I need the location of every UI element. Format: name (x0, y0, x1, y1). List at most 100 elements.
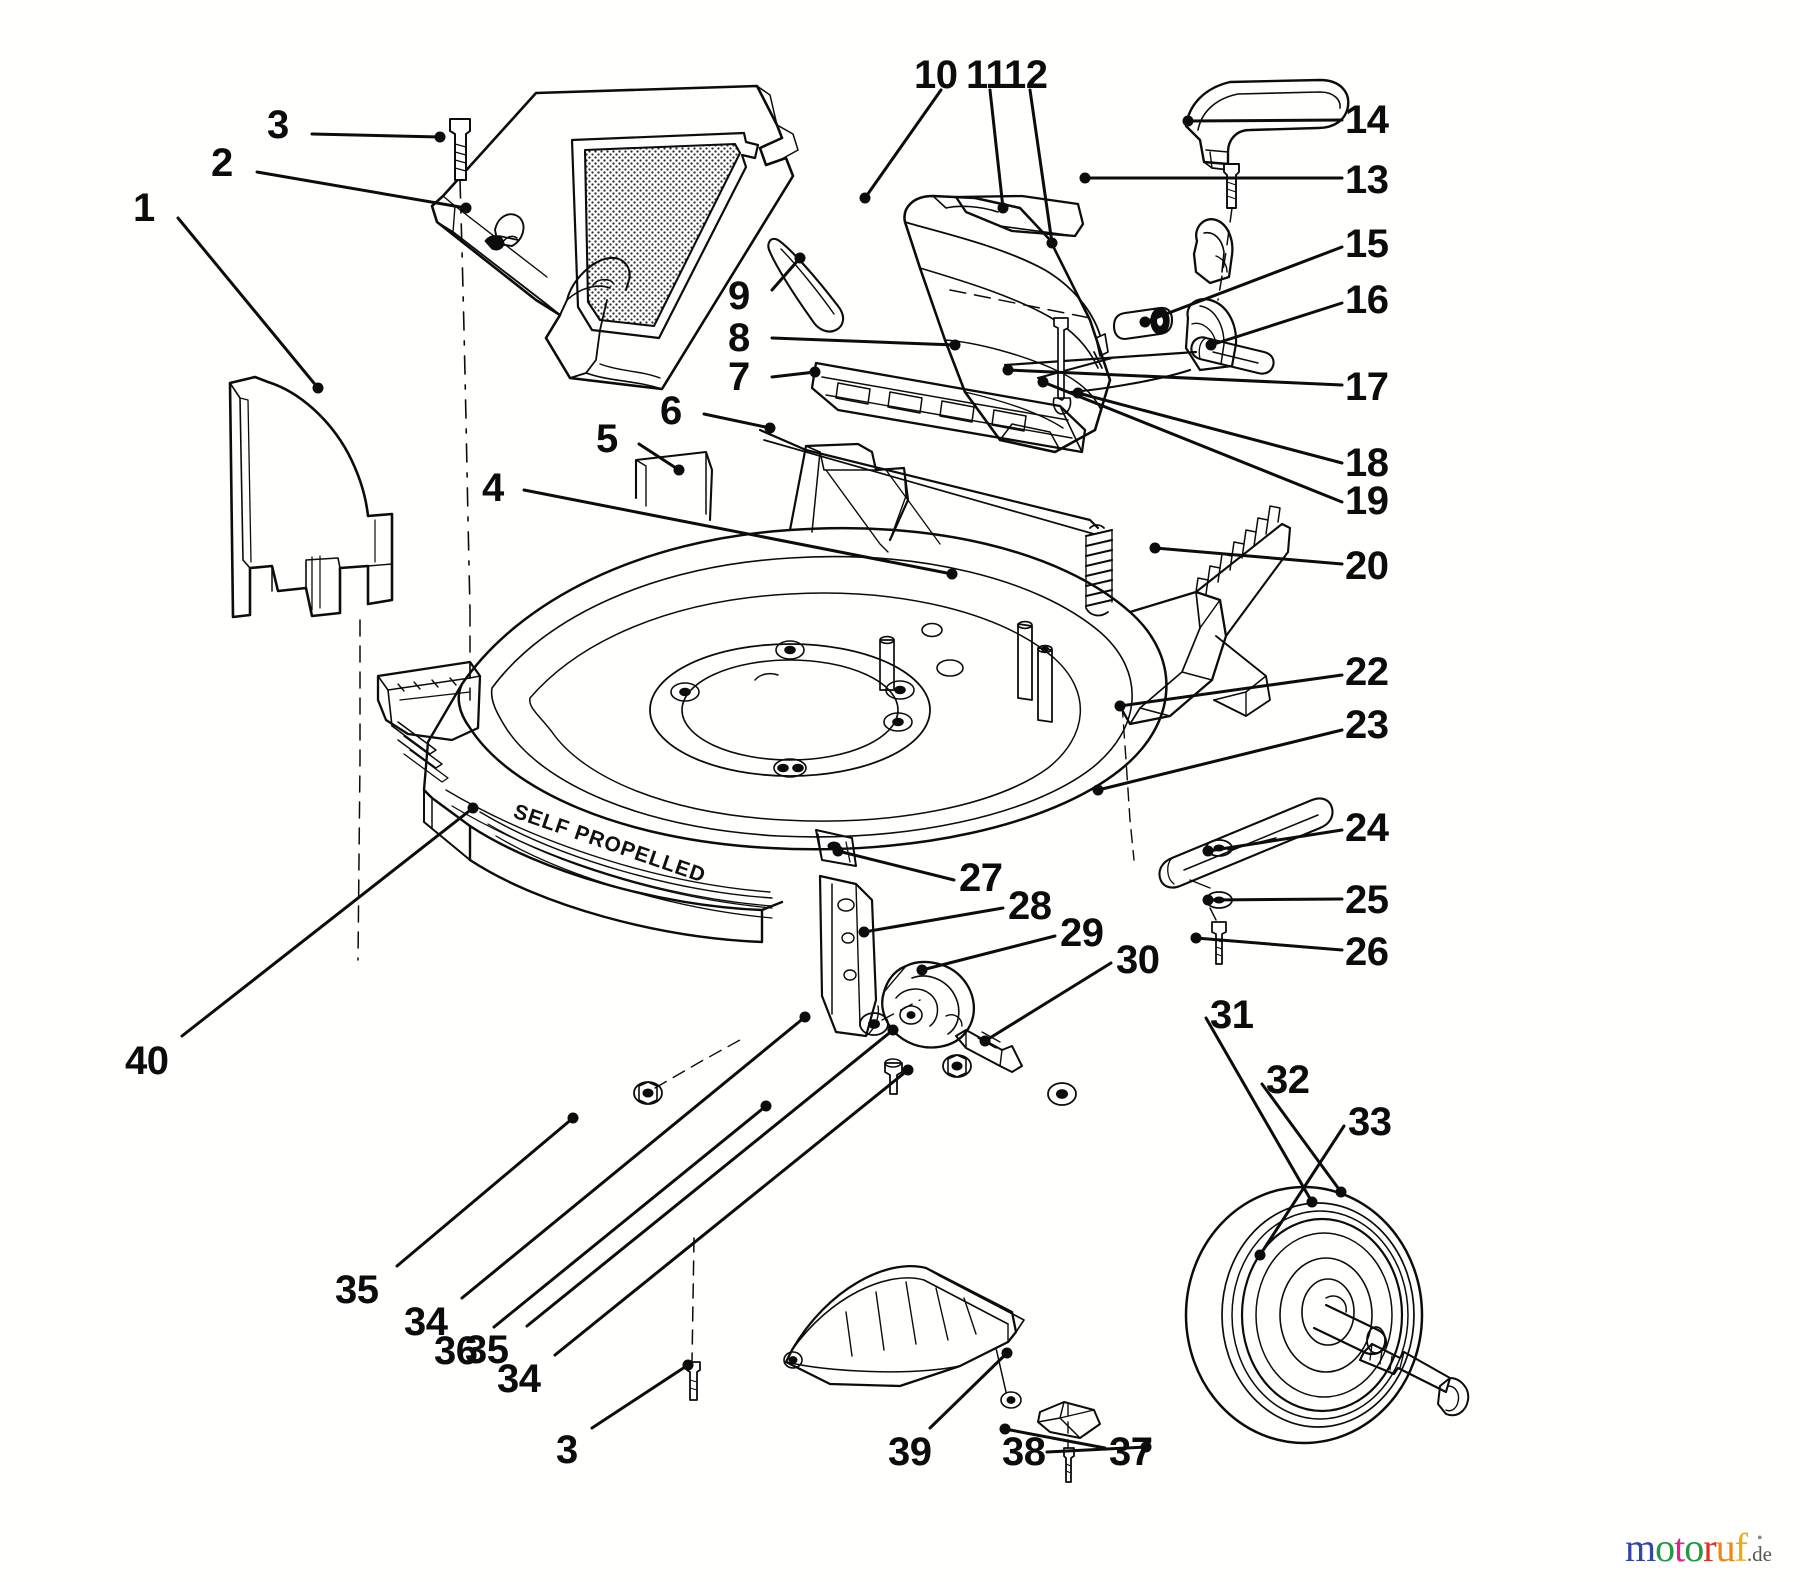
callout-15: 15 (1345, 222, 1389, 266)
leader-endpoint-17 (1002, 364, 1014, 376)
leader-endpoint-2 (460, 202, 472, 214)
leader-33 (1258, 1124, 1346, 1257)
watermark-suffix: .de (1746, 1542, 1772, 1566)
callout-25: 25 (1345, 878, 1389, 922)
part-11-deflector-flap (954, 194, 1085, 238)
leader-9 (770, 256, 802, 292)
leader-17 (1006, 368, 1344, 387)
leader-15 (1143, 245, 1344, 324)
leader-39 (928, 1351, 1009, 1430)
part-4-spring (1084, 524, 1114, 617)
watermark-letter-6: f (1734, 1525, 1748, 1570)
leader-endpoint-33 (1254, 1249, 1266, 1261)
leader-endpoint-24 (1202, 845, 1214, 857)
leader-30 (983, 961, 1113, 1043)
leader-25 (1206, 897, 1344, 902)
watermark-letter-5: u (1715, 1525, 1736, 1570)
callout-19: 19 (1345, 479, 1389, 523)
leader-endpoint-19 (1037, 376, 1049, 388)
leader-27 (836, 849, 956, 882)
leader-endpoint-28 (858, 926, 870, 938)
callout-10: 10 (914, 53, 958, 97)
leader-19 (1041, 380, 1344, 504)
leader-endpoint-37 (999, 1423, 1011, 1435)
part-28-height-plate (818, 874, 880, 1038)
leader-endpoint-7 (809, 366, 821, 378)
part-2-rear-door (430, 84, 799, 391)
part-26-cotter-pin (1211, 921, 1227, 965)
leader-40 (180, 806, 475, 1038)
leader-12 (1028, 88, 1054, 245)
part-32-axle-spacer (1312, 1303, 1388, 1356)
leader-5 (637, 442, 681, 472)
leader-4 (522, 488, 954, 576)
leader-endpoint-8 (949, 339, 961, 351)
part-8-pin (1093, 333, 1109, 369)
leader-23 (1096, 728, 1344, 792)
part-17-rod (1003, 350, 1198, 367)
watermark-letter-2: t (1674, 1525, 1685, 1570)
leader-endpoint-4 (946, 568, 958, 580)
callout-4: 4 (482, 466, 504, 510)
callout-11: 11 (966, 53, 1008, 97)
callout-3b: 3 (556, 1428, 578, 1472)
leader-endpoint-35a (567, 1112, 579, 1124)
part-3-bolt-bottom (686, 1361, 701, 1401)
part-37-clamp (1037, 1401, 1101, 1439)
callout-13: 13 (1345, 158, 1389, 202)
mower-deck-housing (376, 428, 1292, 944)
leader-endpoint-38 (1140, 1441, 1152, 1453)
callout-40: 40 (125, 1039, 169, 1083)
callout-39: 39 (888, 1430, 932, 1474)
leader-endpoint-20 (1149, 542, 1161, 554)
callout-37: 37 (1109, 1430, 1153, 1474)
callout-1: 1 (133, 186, 155, 230)
callout-14: 14 (1345, 98, 1389, 142)
callout-22: 22 (1345, 650, 1389, 694)
part-12-handle-clamp (1192, 218, 1234, 285)
leader-24 (1206, 828, 1344, 853)
part-39-front-shield (783, 1264, 1025, 1409)
leader-20 (1153, 546, 1344, 566)
leader-endpoint-34a (799, 1011, 811, 1023)
leader-36 (492, 1104, 768, 1329)
callout-2: 2 (211, 141, 233, 185)
watermark-letter-4: r (1703, 1525, 1716, 1570)
leader-32 (1260, 1082, 1343, 1194)
leader-16 (1209, 301, 1344, 347)
leader-29 (920, 934, 1057, 972)
callout-29: 29 (1060, 911, 1104, 955)
callout-35a: 35 (335, 1268, 379, 1312)
callout-38: 38 (1002, 1430, 1046, 1474)
part-35-nut-right (942, 1054, 972, 1078)
watermark-letter-1: o (1655, 1525, 1675, 1570)
leader-endpoint-31 (1306, 1196, 1318, 1208)
callout-28: 28 (1008, 884, 1052, 928)
watermark-dot: • (1757, 1530, 1763, 1547)
leader-34b (553, 1068, 910, 1357)
leader-31 (1204, 1016, 1314, 1204)
watermark-letter-0: m (1625, 1525, 1656, 1570)
callout-26: 26 (1345, 930, 1389, 974)
leader-6 (702, 412, 772, 430)
leader-endpoint-15 (1139, 316, 1151, 328)
part-16-pin (1190, 336, 1275, 375)
leader-8 (770, 336, 957, 347)
leader-endpoint-26 (1190, 932, 1202, 944)
callout-18: 18 (1345, 441, 1389, 485)
leader-endpoint-3b (682, 1359, 694, 1371)
leader-endpoint-30 (979, 1035, 991, 1047)
leader-28 (862, 906, 1005, 934)
leader-endpoint-3a (434, 131, 446, 143)
callout-20: 20 (1345, 544, 1389, 588)
callout-35b: 35 (465, 1328, 509, 1372)
leader-endpoint-27 (832, 845, 844, 857)
leader-endpoint-39 (1001, 1347, 1013, 1359)
handle-knob-pin (1052, 317, 1072, 415)
callout-8: 8 (728, 316, 750, 360)
leader-endpoint-11 (997, 202, 1009, 214)
leader-endpoint-29 (916, 964, 928, 976)
part-38-bolt (1063, 1447, 1075, 1483)
part-29-wheel-adjust-lever (881, 960, 975, 1049)
callout-3a: 3 (267, 103, 289, 147)
